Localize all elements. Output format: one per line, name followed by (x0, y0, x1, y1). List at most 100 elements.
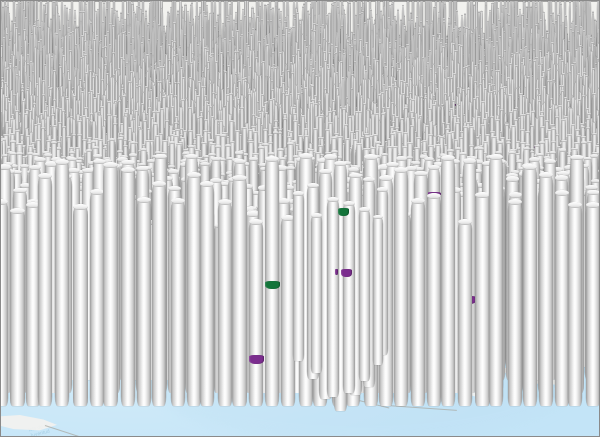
bar-cap (319, 26, 322, 28)
bar-cap (402, 93, 406, 95)
bar-cap (71, 89, 74, 92)
bar-cap (496, 7, 499, 10)
bar-cap (165, 39, 168, 41)
bar-cap (299, 19, 302, 21)
bar-cap (442, 18, 445, 20)
bar-cap (270, 80, 274, 82)
bar-cap (408, 19, 411, 22)
bar-cap (480, 10, 483, 13)
bar-cap (432, 63, 435, 66)
bar-cap (49, 28, 52, 31)
bar-cap (21, 90, 25, 92)
bar-cap (420, 75, 424, 77)
bar-cap (144, 17, 147, 19)
bar-cap (22, 9, 25, 11)
bar-cap (127, 81, 131, 83)
bar-cap (518, 52, 521, 55)
bar-cap (216, 21, 219, 23)
bar-cap (433, 100, 437, 102)
bar-cap (380, 18, 383, 21)
bar-cap (361, 10, 364, 12)
bar-cap (579, 45, 582, 47)
bar-cap (429, 81, 433, 83)
bar-cap (243, 15, 246, 17)
bar-cap (170, 6, 173, 9)
bar-cap (203, 11, 206, 13)
bar-cap (396, 86, 400, 89)
bar-cap (49, 18, 52, 20)
bar-cap (104, 46, 107, 48)
bar-cap (370, 9, 373, 11)
bar-cap (256, 16, 259, 18)
bar-cap (419, 82, 423, 85)
bar-cap (139, 8, 142, 11)
bar-cap (251, 17, 254, 20)
bar-cap (69, 50, 72, 52)
bar-cap (364, 19, 367, 22)
bar-cap (409, 12, 412, 14)
bar-cap (406, 44, 410, 46)
bar-cap (485, 65, 488, 67)
bar-cap (529, 6, 532, 8)
bar-cap (398, 68, 401, 70)
bar-cap (26, 54, 29, 56)
bar-cap (418, 25, 421, 28)
bar-cap (508, 37, 511, 39)
bar-cap (376, 13, 379, 16)
bar-cap (293, 14, 296, 16)
bar-cap (446, 38, 449, 40)
bar-cap (141, 36, 144, 38)
bar-cap (415, 84, 418, 87)
bar-cap (595, 20, 598, 22)
bar-cap (403, 25, 406, 27)
bar-cap (378, 37, 381, 40)
bar-cap (226, 65, 230, 67)
bar-cap (235, 11, 238, 14)
bar-cap (67, 27, 70, 29)
bar-cap (382, 14, 385, 17)
bar-cap (47, 26, 50, 29)
bar-cap (556, 53, 559, 55)
bar-cap (532, 49, 536, 51)
bar-cap (264, 4, 267, 6)
bar-cap (10, 30, 13, 33)
bar-cap (229, 13, 232, 16)
bar-cap (547, 50, 550, 53)
bar-cap (148, 22, 151, 24)
bar-cap (534, 2, 537, 4)
bar-cap (564, 15, 568, 17)
bar-cap (585, 75, 588, 77)
bar-cap (74, 19, 77, 21)
bar-cap (447, 17, 450, 19)
bar-cap (278, 8, 281, 10)
bar-cap (286, 14, 289, 17)
bar-cap (335, 72, 339, 74)
bar-cap (253, 87, 256, 90)
bar-cap (175, 54, 179, 56)
bar-cap (168, 26, 171, 29)
bar-cap (238, 80, 241, 82)
bar-cap (587, 33, 591, 36)
bar-cap (524, 46, 527, 48)
bar-cap (435, 40, 438, 42)
bar-cap (422, 26, 425, 29)
bar-cap (471, 60, 474, 63)
bar-cap (400, 19, 403, 21)
bar-cap (441, 1, 444, 4)
bar-cap (194, 89, 197, 91)
bar-cap (82, 11, 85, 13)
bar-cap (572, 31, 575, 33)
bar-cap (287, 32, 290, 34)
bar-cap (36, 19, 40, 21)
bar-cap (0, 66, 1, 68)
bar-cap (523, 64, 526, 67)
bar-cap (34, 46, 37, 49)
bar-cap (227, 14, 230, 17)
bar-cap (38, 26, 41, 28)
bar-cap (146, 70, 149, 73)
bar-cap (581, 25, 584, 28)
bar-cap (432, 35, 435, 37)
bar-cap (405, 85, 409, 88)
